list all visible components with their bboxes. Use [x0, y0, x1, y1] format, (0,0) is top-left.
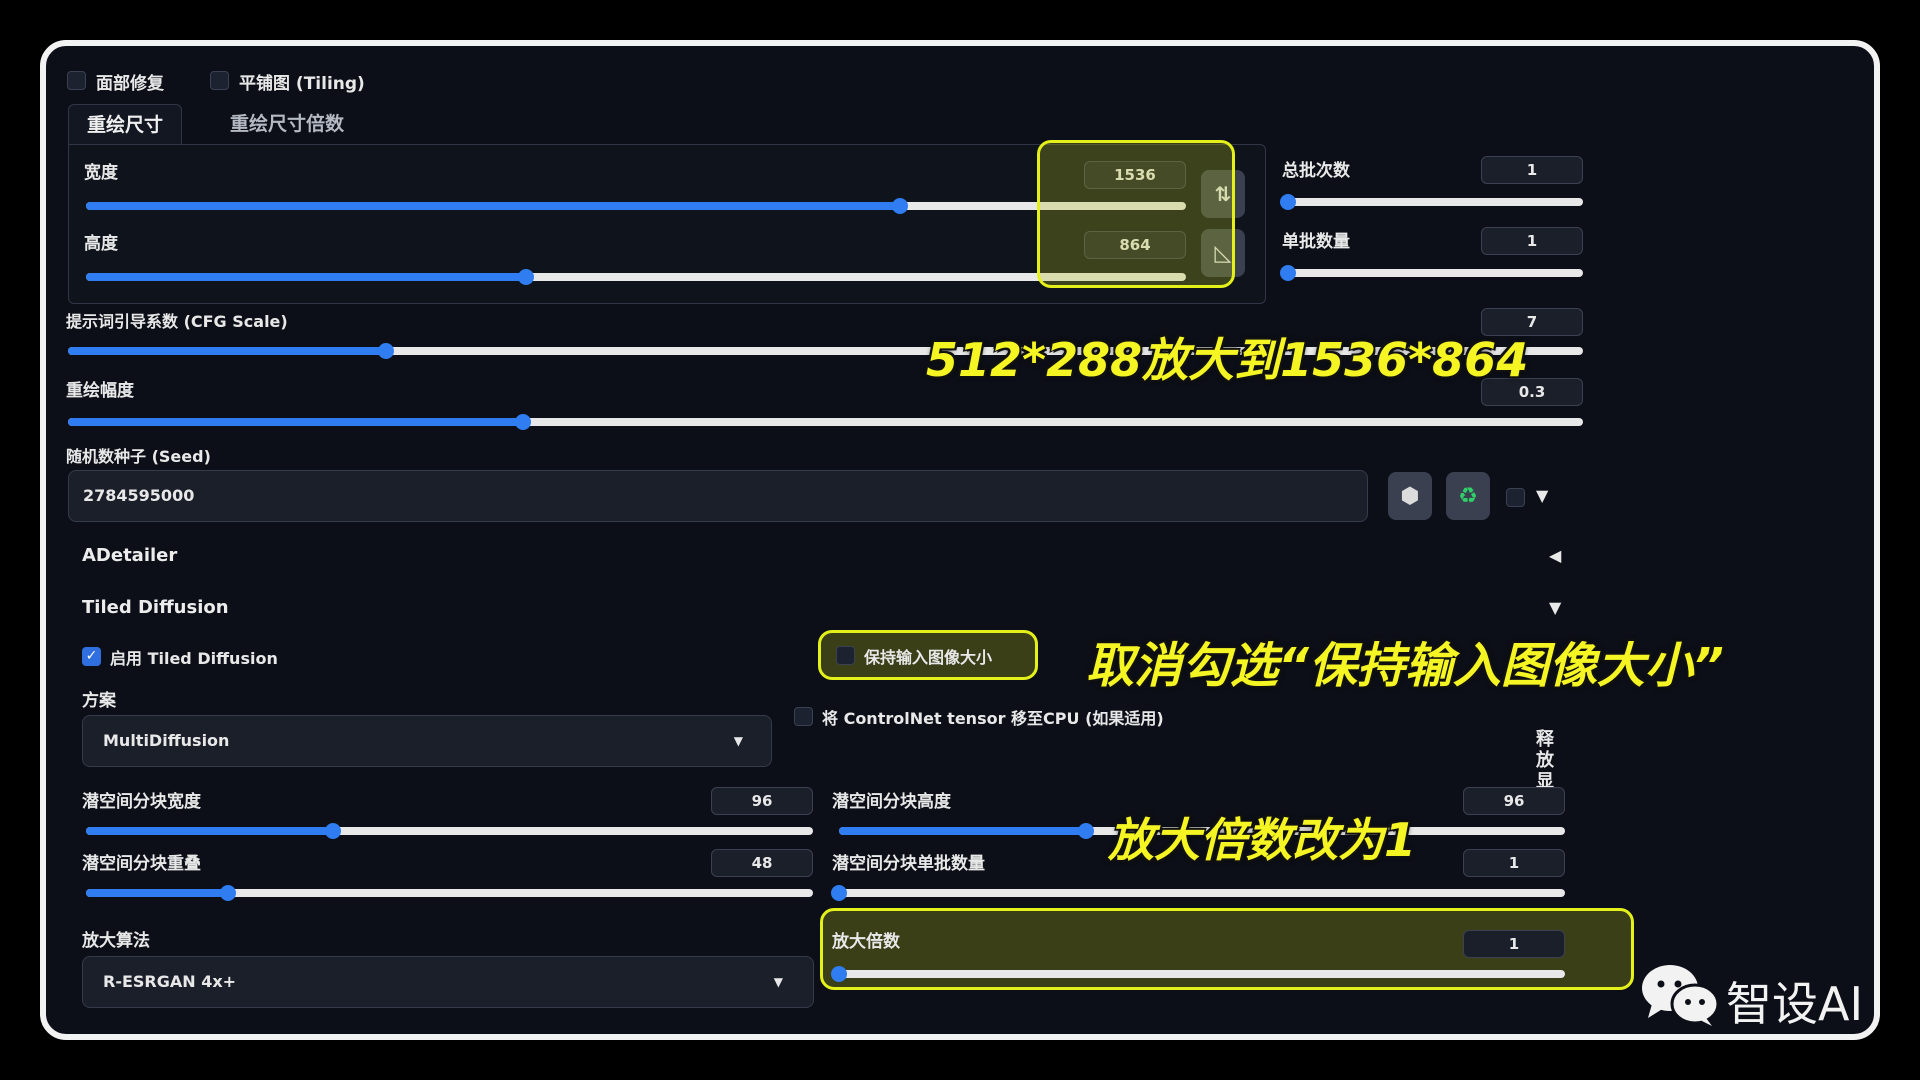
batch-count-input[interactable]: 1: [1481, 156, 1583, 184]
tile-width-input[interactable]: 96: [711, 787, 813, 815]
cfg-label: 提示词引导系数 (CFG Scale): [66, 312, 288, 331]
aspect-ratio-button[interactable]: ◺: [1201, 229, 1245, 277]
release-vram-button[interactable]: 释放显: [1536, 729, 1554, 792]
method-label: 方案: [82, 691, 116, 711]
batch-size-label: 单批数量: [1282, 232, 1350, 252]
tiled-diffusion-accordion-title[interactable]: Tiled Diffusion: [82, 597, 229, 618]
batch-size-input[interactable]: 1: [1481, 227, 1583, 255]
denoise-slider[interactable]: [68, 414, 1583, 430]
height-slider[interactable]: [86, 269, 1186, 285]
controlnet-cpu-label: 将 ControlNet tensor 移至CPU (如果适用): [822, 709, 1164, 728]
scale-annotation: 放大倍数改为1: [1108, 813, 1417, 867]
upscaler-select[interactable]: R-ESRGAN 4x+ ▼: [82, 956, 814, 1008]
dice-icon: ⬢: [1400, 484, 1420, 509]
width-label: 宽度: [84, 163, 118, 183]
size-annotation: 512*288放大到1536*864: [926, 333, 1529, 387]
tile-overlap-input[interactable]: 48: [711, 849, 813, 877]
tiling-checkbox[interactable]: [210, 71, 229, 90]
denoise-slider-fill: [68, 418, 523, 426]
tile-width-label: 潜空间分块宽度: [82, 792, 201, 812]
upscaler-chevron-down-icon: ▼: [773, 975, 783, 989]
width-slider-thumb[interactable]: [892, 198, 908, 214]
tile-batch-slider[interactable]: [831, 885, 1565, 901]
batch-size-slider-thumb[interactable]: [1280, 265, 1296, 281]
cfg-slider[interactable]: [68, 343, 1583, 359]
tile-batch-label: 潜空间分块单批数量: [832, 854, 985, 874]
height-label: 高度: [84, 234, 118, 254]
denoise-slider-thumb[interactable]: [514, 414, 531, 430]
triangle-ruler-icon: ◺: [1214, 241, 1232, 266]
width-slider[interactable]: [86, 198, 1186, 214]
tile-width-slider-thumb[interactable]: [325, 823, 342, 839]
cfg-slider-thumb[interactable]: [378, 343, 395, 359]
upscaler-select-value: R-ESRGAN 4x+: [103, 972, 237, 991]
batch-count-slider-thumb[interactable]: [1280, 194, 1296, 210]
seed-label: 随机数种子 (Seed): [66, 447, 211, 466]
scale-slider[interactable]: [831, 966, 1565, 982]
tile-width-slider-fill: [86, 827, 334, 835]
width-input[interactable]: 1536: [1084, 161, 1186, 189]
face-restore-label: 面部修复: [96, 74, 164, 94]
tile-height-slider[interactable]: [839, 823, 1565, 839]
denoise-input[interactable]: 0.3: [1481, 378, 1583, 406]
cfg-slider-fill: [68, 347, 387, 355]
watermark-text: 智设AI: [1726, 977, 1864, 1031]
extra-seed-checkbox[interactable]: [1506, 488, 1525, 507]
batch-size-slider[interactable]: [1280, 265, 1583, 281]
app-frame: 面部修复 平铺图 (Tiling) 重绘尺寸 重绘尺寸倍数 宽度 1536 高度…: [40, 40, 1880, 1040]
enable-tiled-diffusion-label: 启用 Tiled Diffusion: [110, 649, 278, 668]
tile-height-slider-fill: [839, 827, 1086, 835]
triangle-down-icon[interactable]: ▼: [1536, 486, 1549, 505]
swap-dimensions-button[interactable]: ⇅: [1201, 170, 1245, 218]
width-slider-fill: [86, 202, 900, 210]
reuse-seed-button[interactable]: ♻: [1446, 472, 1490, 520]
method-select-value: MultiDiffusion: [103, 731, 230, 750]
recycle-icon: ♻: [1458, 484, 1478, 509]
tile-height-slider-thumb[interactable]: [1077, 823, 1094, 839]
enable-tiled-diffusion-checkbox[interactable]: ✓: [82, 647, 101, 666]
tile-height-label: 潜空间分块高度: [832, 792, 951, 812]
keep-input-size-checkbox[interactable]: [836, 646, 855, 665]
controlnet-cpu-checkbox[interactable]: [794, 707, 813, 726]
face-restore-checkbox[interactable]: [67, 71, 86, 90]
expand-triangle-down-icon[interactable]: ▼: [1549, 598, 1562, 617]
upscaler-label: 放大算法: [82, 931, 150, 951]
tile-width-slider[interactable]: [86, 823, 813, 839]
height-slider-fill: [86, 273, 526, 281]
tile-batch-input[interactable]: 1: [1463, 849, 1565, 877]
tile-overlap-slider[interactable]: [86, 885, 813, 901]
height-input[interactable]: 864: [1084, 231, 1186, 259]
swap-arrows-icon: ⇅: [1214, 182, 1232, 206]
tile-overlap-slider-thumb[interactable]: [219, 885, 236, 901]
keep-size-annotation: 取消勾选“保持输入图像大小”: [1086, 638, 1724, 694]
keep-input-size-label: 保持输入图像大小: [864, 648, 993, 667]
select-chevron-down-icon: ▼: [733, 734, 743, 748]
method-select[interactable]: MultiDiffusion ▼: [82, 715, 772, 767]
triangle-left-icon[interactable]: ◀: [1549, 546, 1562, 565]
batch-count-slider[interactable]: [1280, 194, 1583, 210]
denoise-label: 重绘幅度: [66, 381, 134, 401]
height-slider-thumb[interactable]: [518, 269, 534, 285]
tab-resize-to[interactable]: 重绘尺寸: [68, 104, 183, 145]
tile-overlap-label: 潜空间分块重叠: [82, 854, 201, 874]
tile-height-input[interactable]: 96: [1463, 787, 1565, 815]
tab-resize-by[interactable]: 重绘尺寸倍数: [230, 113, 345, 135]
scale-input[interactable]: 1: [1463, 930, 1565, 958]
seed-input[interactable]: 2784595000: [68, 470, 1368, 522]
adetailer-accordion-title[interactable]: ADetailer: [82, 545, 178, 566]
batch-count-label: 总批次数: [1282, 161, 1350, 181]
wechat-icon: [1640, 962, 1720, 1026]
random-seed-button[interactable]: ⬢: [1388, 472, 1432, 520]
size-highlight-box: [1037, 140, 1235, 288]
cfg-input[interactable]: 7: [1481, 308, 1583, 336]
tile-batch-slider-thumb[interactable]: [831, 885, 847, 901]
scale-label: 放大倍数: [832, 932, 900, 952]
tile-overlap-slider-fill: [86, 889, 228, 897]
tiling-label: 平铺图 (Tiling): [239, 74, 365, 94]
scale-slider-thumb[interactable]: [831, 966, 847, 982]
